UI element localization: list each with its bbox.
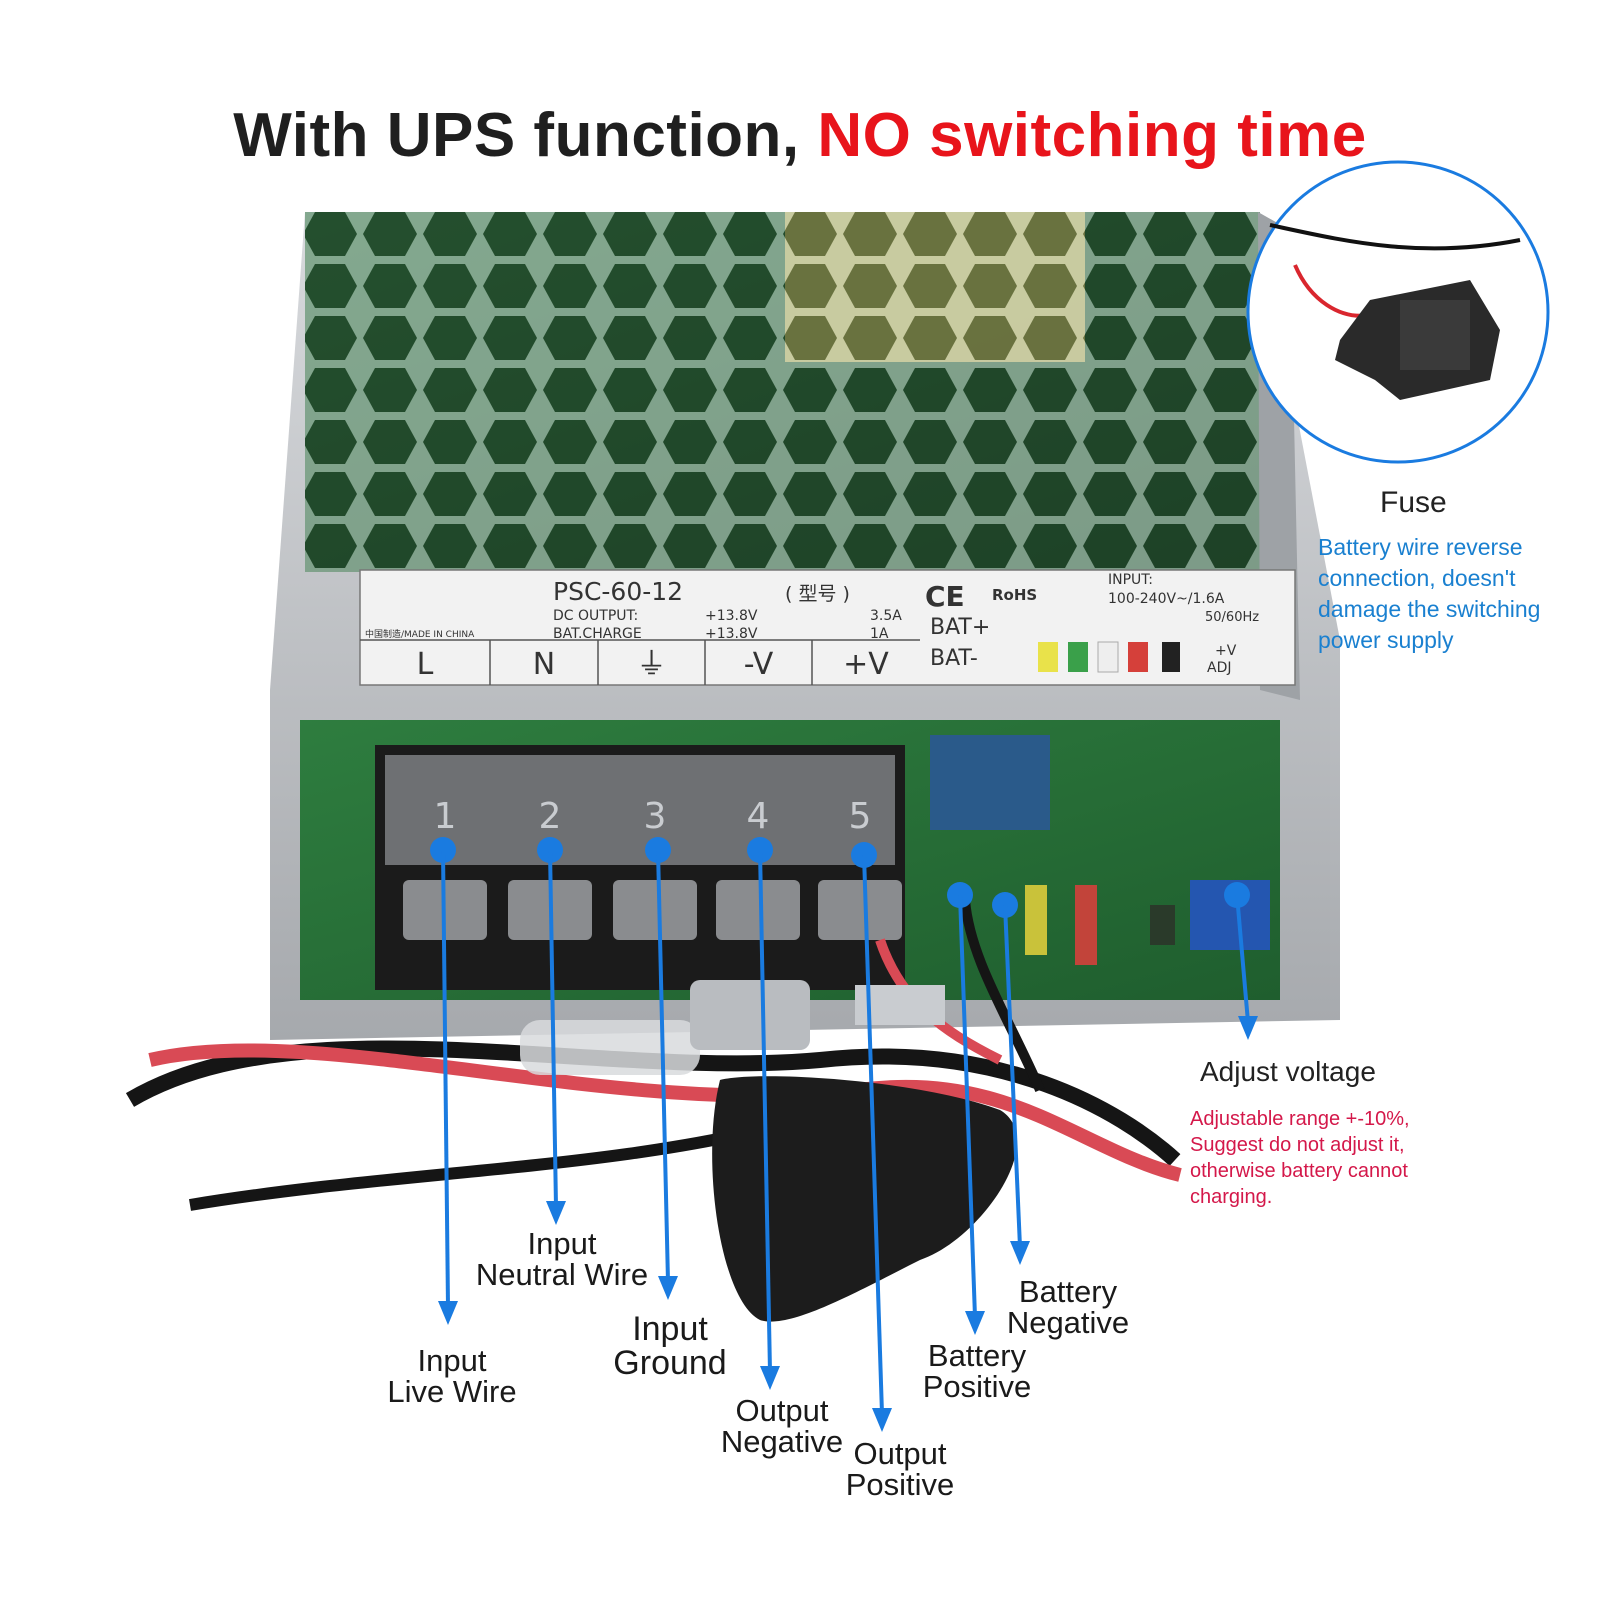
arrow-battery-negative-head: [1010, 1241, 1030, 1265]
callout-input-neutral-wire: Input Neutral Wire: [462, 1228, 662, 1290]
made-in-text: 中国制造/MADE IN CHINA: [365, 628, 475, 640]
adjust-voltage-title: Adjust voltage: [1200, 1056, 1376, 1087]
model-text: PSC-60-12: [553, 577, 683, 606]
callout-line: Ground: [613, 1344, 727, 1382]
terminal-number: 2: [539, 796, 562, 837]
arrow-input-ground-head: [658, 1276, 678, 1300]
headline-part2: NO switching time: [817, 101, 1367, 170]
callout-arrows: [430, 837, 1258, 1432]
adjust-desc-line-3: otherwise battery cannot: [1190, 1160, 1408, 1182]
arrow-battery-negative-line: [1003, 904, 1022, 1248]
fuse-title: Fuse: [1380, 486, 1447, 519]
arrow-input-neutral-line: [548, 849, 558, 1208]
callout-battery-negative: Battery Negative: [998, 1276, 1138, 1338]
input-label: INPUT:: [1108, 572, 1153, 588]
arrow-battery-positive-head: [965, 1311, 985, 1335]
dc-output-voltage: +13.8V: [705, 608, 758, 624]
callout-output-negative: Output Negative: [712, 1395, 852, 1457]
terminal-label: L: [417, 647, 434, 682]
arrow-output-positive-head: [872, 1408, 892, 1432]
rohs-mark: RoHS: [992, 586, 1037, 604]
input-freq: 50/60Hz: [1205, 610, 1259, 625]
terminal-screws: 1 2 3 4 5: [403, 796, 902, 940]
arrow-output-negative-head: [760, 1366, 780, 1390]
input-value: 100-240V~/1.6A: [1108, 591, 1225, 607]
arrow-output-negative-line: [758, 849, 772, 1373]
terminal-screw: [613, 880, 697, 940]
terminal-label: ⏚: [637, 647, 667, 682]
fuse-inset: [1246, 160, 1550, 464]
dc-output-current: 3.5A: [870, 608, 902, 624]
headline: With UPS function, NO switching time: [0, 100, 1600, 171]
terminal-screw: [818, 880, 902, 940]
bat-charge-label: BAT.CHARGE: [553, 626, 642, 642]
callout-line: Neutral Wire: [475, 1257, 649, 1292]
callout-line: Output: [735, 1393, 829, 1428]
adj-label: ADJ: [1207, 660, 1232, 676]
fuse-desc-line-4: power supply: [1318, 627, 1454, 653]
callout-line: Input: [527, 1226, 597, 1261]
headline-part1: With UPS function,: [233, 101, 818, 170]
callout-line: Battery: [927, 1338, 1027, 1373]
adjust-desc-line-4: charging.: [1190, 1186, 1273, 1208]
arrow-input-live-line: [441, 849, 450, 1308]
callout-output-positive: Output Positive: [835, 1438, 965, 1500]
bat-charge-voltage: +13.8V: [705, 626, 758, 642]
callout-line: Live Wire: [387, 1374, 517, 1409]
terminal-number: 1: [434, 796, 457, 837]
callout-line: Input: [632, 1310, 708, 1348]
terminal-label: +V: [843, 647, 889, 682]
terminal-screw: [716, 880, 800, 940]
fuse-description: Battery wire reverse connection, doesn't…: [1318, 532, 1588, 656]
terminal-number: 4: [747, 796, 770, 837]
callout-battery-positive: Battery Positive: [912, 1340, 1042, 1402]
arrow-input-neutral-head: [546, 1201, 566, 1225]
fuse-desc-line-1: Battery wire reverse: [1318, 534, 1523, 560]
fuse-desc-line-3: damage the switching: [1318, 596, 1541, 622]
callout-line: Output: [853, 1436, 947, 1471]
adjust-desc-line-2: Suggest do not adjust it,: [1190, 1134, 1405, 1156]
bat-charge-current: 1A: [870, 626, 889, 642]
wire-harness: [125, 899, 1182, 1322]
model-note: ( 型号 ): [785, 583, 850, 605]
adjust-voltage-description: Adjustable range +-10%, Suggest do not a…: [1190, 1106, 1470, 1210]
callout-line: Battery: [1018, 1274, 1118, 1309]
bat-plus-text: BAT+: [930, 615, 990, 640]
arrow-input-ground-line: [656, 849, 670, 1283]
callout-line: Positive: [922, 1369, 1032, 1404]
dc-output-label: DC OUTPUT:: [553, 608, 638, 624]
bat-minus-text: BAT-: [930, 646, 978, 671]
callout-line: Input: [417, 1343, 487, 1378]
callout-input-live-wire: Input Live Wire: [372, 1345, 532, 1407]
terminal-block: 1 2 3 4 5: [375, 745, 905, 990]
callout-line: Positive: [845, 1467, 955, 1502]
callout-input-ground: Input Ground: [605, 1312, 735, 1380]
terminal-label-row: L N ⏚ -V +V: [417, 640, 889, 685]
terminal-number: 3: [644, 796, 667, 837]
arrow-adjust-voltage-head: [1238, 1016, 1258, 1040]
adj-v-text: +V: [1215, 643, 1237, 659]
terminal-label: -V: [744, 647, 774, 682]
arrow-input-live-head: [438, 1301, 458, 1325]
callout-line: Negative: [1006, 1305, 1130, 1340]
callout-line: Negative: [720, 1424, 844, 1459]
terminal-label: N: [533, 647, 555, 682]
arrow-adjust-voltage-line: [1235, 894, 1250, 1023]
adjust-desc-line-1: Adjustable range +-10%,: [1190, 1108, 1410, 1130]
product-label: PSC-60-12 ( 型号 ) DC OUTPUT: +13.8V 3.5A …: [359, 569, 1296, 686]
terminal-number: 5: [849, 796, 872, 837]
ce-mark: CE: [925, 580, 965, 613]
arrow-output-positive-line: [862, 854, 884, 1415]
arrow-battery-positive-line: [958, 894, 977, 1318]
fuse-desc-line-2: connection, doesn't: [1318, 565, 1516, 591]
